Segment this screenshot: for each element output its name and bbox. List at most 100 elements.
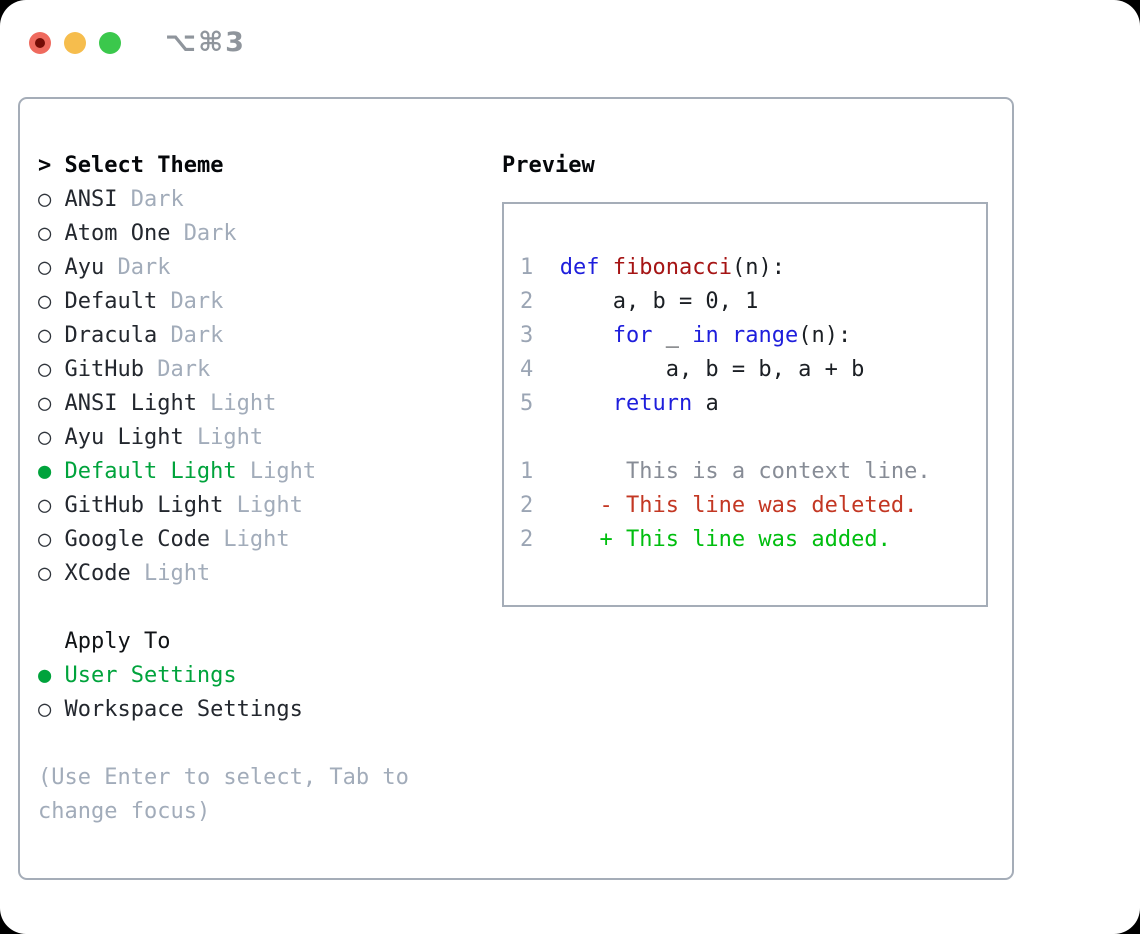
radio-icon: ○ <box>38 187 52 212</box>
radio-icon: ○ <box>38 527 52 552</box>
apply-to-option[interactable]: ● User Settings <box>38 659 409 693</box>
theme-name: Dracula <box>64 323 158 348</box>
theme-name: GitHub Light <box>64 493 224 518</box>
select-theme-header: > Select Theme <box>38 149 409 183</box>
radio-icon: ○ <box>38 391 52 416</box>
radio-icon: ○ <box>38 425 52 450</box>
theme-name: Google Code <box>64 527 211 552</box>
theme-variant: Dark <box>157 357 211 382</box>
radio-icon: ○ <box>38 323 52 348</box>
zoom-button[interactable] <box>99 31 121 54</box>
apply-to-option[interactable]: ○ Workspace Settings <box>38 693 409 727</box>
radio-icon: ○ <box>38 255 52 280</box>
line-number: 5 <box>520 391 534 416</box>
theme-variant: Light <box>196 425 264 450</box>
theme-variant: Dark <box>170 289 224 314</box>
theme-option[interactable]: ○ GitHub Light Light <box>38 489 409 523</box>
apply-to-label: User Settings <box>64 663 237 688</box>
radio-icon: ● <box>38 663 52 688</box>
theme-name: Default Light <box>64 459 237 484</box>
theme-variant: Light <box>143 561 211 586</box>
theme-option[interactable]: ○ ANSI Dark <box>38 183 409 217</box>
spacer <box>38 727 409 761</box>
theme-name: Ayu <box>64 255 105 280</box>
radio-icon: ○ <box>38 561 52 586</box>
theme-name: Ayu Light <box>64 425 184 450</box>
theme-variant: Dark <box>183 221 237 246</box>
theme-variant: Light <box>210 391 277 416</box>
select-theme-title: Select Theme <box>64 153 224 178</box>
theme-option[interactable]: ● Default Light Light <box>38 455 409 489</box>
code-line: 2 - This line was deleted. <box>520 489 972 523</box>
code-text: a, b = b, a + b <box>533 357 865 382</box>
line-number: 1 <box>520 255 534 280</box>
hint-line-1: (Use Enter to select, Tab to <box>38 765 409 790</box>
theme-option[interactable]: ○ Ayu Dark <box>38 251 409 285</box>
apply-to-header: Apply To <box>64 629 171 654</box>
close-button[interactable] <box>29 31 51 54</box>
theme-name: ANSI <box>64 187 118 212</box>
line-number: 2 <box>520 289 534 314</box>
hint-line-2: change focus) <box>38 799 211 824</box>
radio-icon: ○ <box>38 493 52 518</box>
theme-name: ANSI Light <box>64 391 197 416</box>
focus-prompt-icon: > <box>38 153 52 178</box>
code-line: 4 a, b = b, a + b <box>520 353 972 387</box>
radio-icon: ○ <box>38 357 52 382</box>
line-number: 2 <box>520 493 534 518</box>
theme-variant: Light <box>223 527 290 552</box>
minimize-button[interactable] <box>64 31 86 54</box>
apply-to-label: Workspace Settings <box>64 697 303 722</box>
radio-icon: ○ <box>38 697 52 722</box>
titlebar: ⌥⌘3 <box>29 27 246 58</box>
theme-name: Default <box>64 289 158 314</box>
theme-option[interactable]: ○ Atom One Dark <box>38 217 409 251</box>
theme-variant: Light <box>236 493 303 518</box>
line-number: 2 <box>520 527 534 552</box>
theme-name: GitHub <box>64 357 144 382</box>
code-line: 2 a, b = 0, 1 <box>520 285 972 319</box>
theme-variant: Dark <box>130 187 184 212</box>
traffic-lights <box>29 31 121 54</box>
theme-option[interactable]: ○ Ayu Light Light <box>38 421 409 455</box>
close-dot-icon <box>35 37 45 48</box>
theme-option[interactable]: ○ Dracula Dark <box>38 319 409 353</box>
code-text: return a <box>612 391 719 416</box>
theme-variant: Light <box>249 459 317 484</box>
code-line <box>520 421 972 455</box>
theme-option[interactable]: ○ GitHub Dark <box>38 353 409 387</box>
code-line: 1 This is a context line. <box>520 455 972 489</box>
apply-to-option-list: ● User Settings ○ Workspace Settings <box>38 659 409 727</box>
window-title: ⌥⌘3 <box>165 27 246 58</box>
spacer <box>38 591 409 625</box>
line-number: 3 <box>520 323 534 348</box>
code-line: 5 return a <box>520 387 972 421</box>
theme-option[interactable]: ○ ANSI Light Light <box>38 387 409 421</box>
code-line: 1 def fibonacci(n): <box>520 251 972 285</box>
theme-variant: Dark <box>117 255 171 280</box>
radio-icon: ○ <box>38 221 52 246</box>
code-text: for _ in range(n): <box>612 323 852 348</box>
line-number: 1 <box>520 459 534 484</box>
code-text: This is a context line. <box>533 459 931 484</box>
hint-text: (Use Enter to select, Tab to change focu… <box>38 761 409 829</box>
code-text: def fibonacci(n): <box>559 255 785 280</box>
code-text: a, b = 0, 1 <box>533 289 759 314</box>
preview-header: Preview <box>502 153 595 178</box>
code-line: 3 for _ in range(n): <box>520 319 972 353</box>
code-line: 2 + This line was added. <box>520 523 972 557</box>
theme-variant: Dark <box>170 323 224 348</box>
radio-icon: ● <box>38 459 52 484</box>
code-text: - This line was deleted. <box>533 493 918 518</box>
theme-name: Atom One <box>64 221 171 246</box>
code-text: + This line was added. <box>533 527 891 552</box>
theme-option[interactable]: ○ Google Code Light <box>38 523 409 557</box>
